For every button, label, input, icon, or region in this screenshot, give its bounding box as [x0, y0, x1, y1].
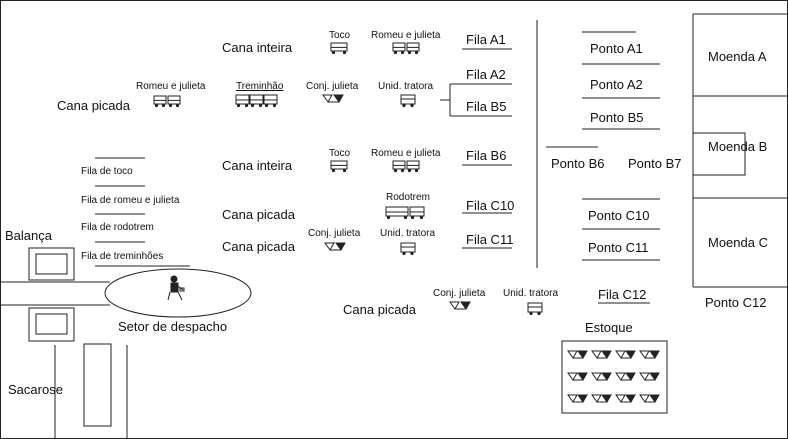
vehicle-label-toco-1: Toco: [329, 30, 351, 41]
vehicle-label-unid-tratora-3: Unid. tratora: [503, 288, 559, 299]
toco-truck-icon: [330, 42, 348, 55]
stock-trailer-icon: [615, 350, 636, 359]
ponto-b7: Ponto B7: [628, 156, 682, 171]
vehicle-label-conj-julieta-2: Conj. julieta: [308, 228, 361, 239]
stock-trailers-layer: [567, 350, 660, 403]
fila-c12: Fila C12: [598, 287, 647, 302]
fila-b6: Fila B6: [466, 148, 507, 163]
conj-julieta-3-icon: [449, 301, 471, 310]
conj-julieta-2-icon: [324, 242, 346, 251]
vehicle-label-unid-tratora-2: Unid. tratora: [380, 228, 436, 239]
fila-c10: Fila C10: [466, 198, 515, 213]
vehicle-label-toco-2: Toco: [329, 148, 351, 159]
vehicle-label-unid-tratora-1: Unid. tratora: [378, 81, 434, 92]
vehicle-label-romeu-2: Romeu e julieta: [371, 148, 441, 159]
stock-trailer-icon: [615, 394, 636, 403]
stock-trailer-icon: [567, 350, 588, 359]
ponto-c12: Ponto C12: [705, 295, 767, 310]
left-queue-romeu: Fila de romeu e julieta: [81, 195, 180, 206]
stock-trailer-icon: [639, 394, 660, 403]
ponto-b6: Ponto B6: [551, 156, 605, 171]
stock-trailer-icon: [639, 350, 660, 359]
label-cana-picada-1: Cana picada: [57, 98, 130, 113]
label-cana-picada-4: Cana picada: [343, 302, 416, 317]
vehicle-label-rodotrem: Rodotrem: [386, 192, 430, 203]
label-cana-picada-2: Cana picada: [222, 207, 295, 222]
ponto-c11: Ponto C11: [588, 240, 649, 255]
fila-a1: Fila A1: [466, 32, 506, 47]
stock-trailer-icon: [567, 372, 588, 381]
vehicle-icons-layer: [153, 42, 543, 316]
left-queue-treminhoes: Fila de treminhões: [81, 251, 164, 262]
romeu-julieta-left-icon: [153, 95, 181, 108]
treminhao-icon: [235, 94, 278, 108]
vehicle-label-treminhao: Treminhão: [236, 81, 284, 92]
rodotrem-icon: [385, 206, 425, 220]
left-queue-toco: Fila de toco: [81, 166, 133, 177]
label-cana-inteira-2: Cana inteira: [222, 158, 293, 173]
stock-trailer-icon: [567, 394, 588, 403]
ponto-c10: Ponto C10: [588, 208, 650, 223]
operator-icon: [167, 275, 185, 301]
area-setor-despacho: Setor de despacho: [118, 319, 228, 334]
moenda-a: Moenda A: [708, 49, 767, 64]
label-cana-picada-3: Cana picada: [222, 239, 295, 254]
stock-trailer-icon: [639, 372, 660, 381]
vehicle-label-conj-julieta-1: Conj. julieta: [306, 81, 359, 92]
moenda-c: Moenda C: [708, 235, 768, 250]
unid-tratora-3-icon: [527, 302, 543, 316]
unid-tratora-icon: [400, 94, 416, 108]
stock-trailer-icon: [615, 372, 636, 381]
stock-trailer-icon: [591, 350, 612, 359]
area-estoque: Estoque: [585, 320, 633, 335]
conj-julieta-icon: [322, 94, 344, 103]
area-balanca: Balança: [5, 228, 52, 243]
ponto-a2: Ponto A2: [590, 77, 643, 92]
area-sacarose: Sacarose: [8, 382, 63, 397]
romeu-julieta-2-icon: [392, 160, 420, 173]
romeu-julieta-icon: [392, 42, 420, 55]
label-cana-inteira-1: Cana inteira: [222, 40, 293, 55]
vehicle-label-romeu-1: Romeu e julieta: [371, 30, 441, 41]
vehicle-label-conj-julieta-3: Conj. julieta: [433, 288, 486, 299]
toco-truck-2-icon: [330, 160, 348, 173]
ponto-a1: Ponto A1: [590, 41, 643, 56]
unid-tratora-2-icon: [400, 242, 416, 256]
fila-a2: Fila A2: [466, 67, 506, 82]
fila-c11: Fila C11: [466, 232, 514, 247]
fila-b5: Fila B5: [466, 99, 507, 114]
left-queue-rodotrem: Fila de rodotrem: [81, 222, 154, 233]
moenda-b: Moenda B: [708, 139, 768, 154]
ponto-b5: Ponto B5: [590, 110, 644, 125]
vehicle-label-romeu-left: Romeu e julieta: [136, 81, 206, 92]
stock-trailer-icon: [591, 372, 612, 381]
stock-trailer-icon: [591, 394, 612, 403]
